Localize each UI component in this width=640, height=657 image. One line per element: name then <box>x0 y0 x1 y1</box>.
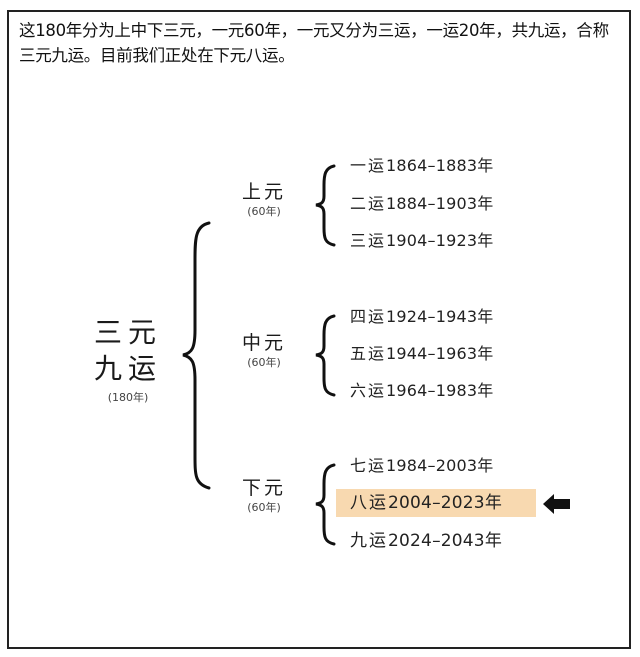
root-subtitle: (180年) <box>107 391 149 404</box>
yun-label: 四运 <box>350 307 387 326</box>
yun-item-9: 九运2024–2043年 <box>350 530 502 552</box>
intro-text: 这180年分为上中下三元，一元60年，一元又分为三运，一运20年，共九运，合称三… <box>19 21 609 65</box>
yun-range: 1964–1983年 <box>386 381 494 400</box>
root-title-line2: 九运 <box>93 352 162 385</box>
brace-shangyuan <box>315 164 336 247</box>
yun-range: 1884–1903年 <box>386 194 494 213</box>
yun-label: 五运 <box>350 344 387 363</box>
yun-range: 1944–1963年 <box>386 344 494 363</box>
yun-range: 1984–2003年 <box>386 456 494 475</box>
diagram-frame <box>7 10 631 649</box>
yuan-node-zhongyuan: 中元 (60年) <box>234 331 294 371</box>
yun-item-3: 三运1904–1923年 <box>350 230 493 252</box>
yuan-sub: (60年) <box>247 501 281 514</box>
yuan-sub: (60年) <box>247 356 281 369</box>
yun-range: 1924–1943年 <box>386 307 494 326</box>
root-brace <box>182 221 211 490</box>
yun-item-1: 一运1864–1883年 <box>350 155 493 177</box>
yuan-node-shangyuan: 上元 (60年) <box>234 180 294 220</box>
yun-item-5: 五运1944–1963年 <box>350 343 493 365</box>
yun-range: 2024–2043年 <box>388 531 503 551</box>
yun-label: 八运 <box>350 493 388 513</box>
yun-label: 一运 <box>350 156 387 175</box>
yun-label: 九运 <box>350 531 388 551</box>
yuan-name: 下元 <box>241 477 286 499</box>
yun-item-6: 六运1964–1983年 <box>350 380 493 402</box>
yun-item-8-current: 八运2004–2023年 <box>350 492 502 514</box>
yun-label: 三运 <box>350 231 387 250</box>
yun-item-4: 四运1924–1943年 <box>350 306 493 328</box>
root-title-line1: 三元 <box>93 316 162 349</box>
yun-range: 1904–1923年 <box>386 231 494 250</box>
brace-xiayuan <box>315 463 336 546</box>
yuan-sub: (60年) <box>247 205 281 218</box>
left-arrow-icon <box>543 494 570 514</box>
root-node: 三元 九运 (180年) <box>78 315 178 405</box>
yun-range: 2004–2023年 <box>388 493 503 513</box>
yuan-node-xiayuan: 下元 (60年) <box>234 476 294 516</box>
yuan-name: 上元 <box>241 181 286 203</box>
brace-zhongyuan <box>315 314 336 397</box>
yuan-name: 中元 <box>241 332 286 354</box>
yun-item-2: 二运1884–1903年 <box>350 193 493 215</box>
yun-item-7: 七运1984–2003年 <box>350 455 493 477</box>
yun-label: 二运 <box>350 194 387 213</box>
yun-label: 七运 <box>350 456 387 475</box>
yun-label: 六运 <box>350 381 387 400</box>
current-yun-highlight <box>336 489 536 517</box>
yun-range: 1864–1883年 <box>386 156 494 175</box>
